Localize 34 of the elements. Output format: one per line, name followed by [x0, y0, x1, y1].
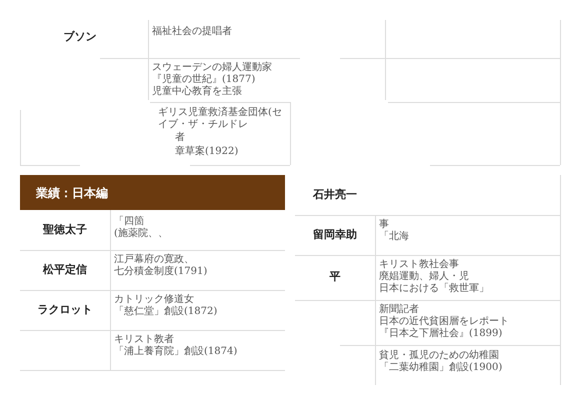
table-text: 『日本之下層社会』(1899) [379, 328, 502, 340]
header-text: 業績：日本編 [36, 184, 108, 202]
table-text: 児童中心教育を主張 [152, 86, 242, 98]
table-text: 「浦上養育院」創設(1874) [114, 346, 238, 358]
table-text: 「四箇 [114, 216, 144, 228]
person-name: 平 [330, 269, 340, 286]
person-name: 石井亮一 [313, 186, 357, 203]
table-text: (施薬院、、 [114, 228, 168, 240]
table-text: 福祉社会の提唱者 [152, 26, 232, 38]
table-text: 章草案(1922) [175, 146, 238, 158]
table-text: キリスト教者 [114, 334, 174, 346]
table-text: 者 [175, 132, 185, 144]
person-name: ブソン [64, 28, 96, 45]
table-text: 「慈仁堂」創設(1872) [114, 306, 218, 318]
table-text: カトリック修道女 [114, 294, 194, 306]
person-name: 留岡幸助 [313, 226, 357, 243]
table-text: 廃娼運動、婦人・児 [379, 271, 469, 282]
table-text: ギリス児童救済基金団体(セイブ・ザ・チルドレ [158, 107, 283, 131]
table-text: 新聞記者 [379, 304, 419, 316]
table-text: 事 [379, 219, 389, 230]
table-text: 「二葉幼稚園」創設(1900) [379, 362, 502, 374]
table-text: 貧児・孤児のための幼稚園 [379, 350, 499, 362]
person-name: 聖徳太子 [43, 222, 87, 238]
person-name: ラクロット [38, 302, 92, 318]
table-text: 「北海 [379, 231, 409, 243]
table-text: 江戸幕府の寛政、 [114, 254, 194, 266]
table-text: 『児童の世紀』(1877) [152, 74, 256, 86]
table-text: キリスト教社会事 [379, 259, 459, 270]
person-name: 松平定信 [43, 262, 87, 278]
table-text: 日本における「救世軍」 [379, 283, 489, 295]
header-band [20, 175, 285, 210]
table-text: スウェーデンの婦人運動家 [152, 62, 272, 74]
table-text: 日本の近代貧困層をレポート [379, 316, 509, 328]
table-text: 七分積金制度(1791) [114, 266, 208, 278]
